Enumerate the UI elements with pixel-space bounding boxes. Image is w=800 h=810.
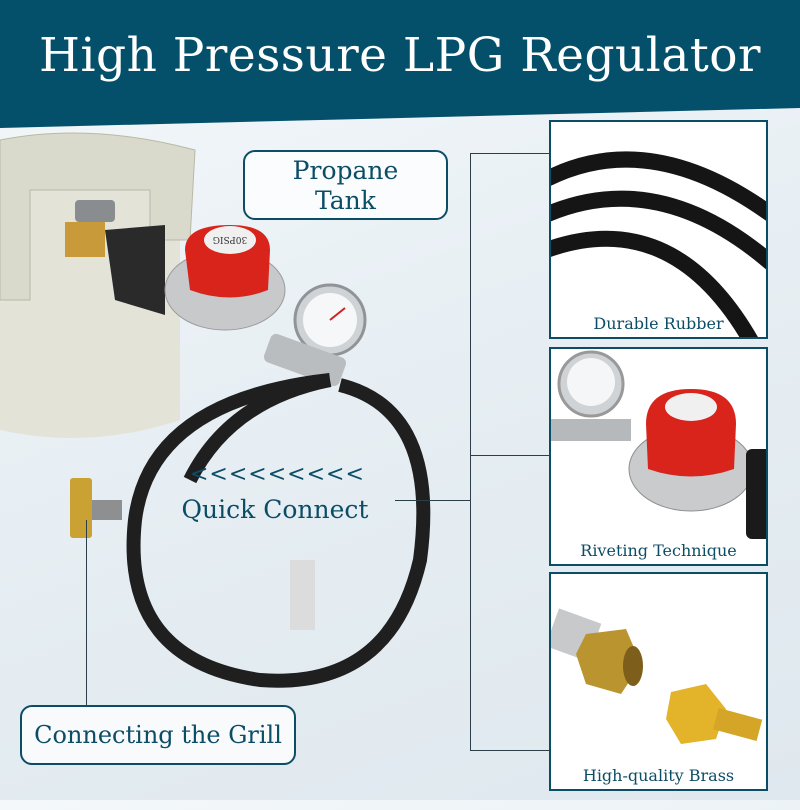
connector-line-grill — [86, 520, 87, 705]
panel-label: Durable Rubber — [593, 314, 724, 333]
regulator-closeup-image — [551, 350, 766, 539]
rubber-hose-image — [551, 151, 766, 337]
callout-connecting-grill: Connecting the Grill — [20, 705, 296, 765]
connector-line-top — [470, 153, 549, 154]
header-banner — [0, 0, 800, 128]
regulator-image: 30PSIG — [164, 225, 367, 387]
dial-text: 30PSIG — [213, 234, 247, 244]
brass-fittings-image — [551, 608, 763, 744]
connector-line-bottom — [470, 750, 549, 751]
brass-fitting-image — [70, 478, 122, 538]
hose-image — [126, 373, 431, 688]
connector-line-vertical-right — [470, 153, 471, 750]
callout-propane-line2: Tank — [315, 186, 376, 215]
callout-propane-line1: Propane — [292, 156, 399, 185]
valve-image — [65, 200, 165, 315]
connector-line-middle — [470, 455, 549, 456]
product-illustration: 30PSIG — [0, 132, 431, 688]
quick-connect-label: Quick Connect — [181, 495, 369, 524]
callout-propane-tank: Propane Tank — [243, 150, 448, 220]
panel-high-quality-brass: High-quality Brass — [549, 572, 768, 791]
quick-connect-arrows: <<<<<<<<< — [190, 462, 365, 487]
panel-label: High-quality Brass — [582, 766, 735, 785]
page-title: High Pressure LPG Regulator — [38, 28, 762, 83]
hose-label-tag — [290, 560, 315, 630]
propane-tank-image — [0, 132, 196, 438]
panel-label: Riveting Technique — [580, 541, 737, 560]
panel-durable-rubber: Durable Rubber — [549, 120, 768, 339]
connector-line-quick — [395, 500, 470, 501]
panel-riveting-technique: Riveting Technique — [549, 347, 768, 566]
